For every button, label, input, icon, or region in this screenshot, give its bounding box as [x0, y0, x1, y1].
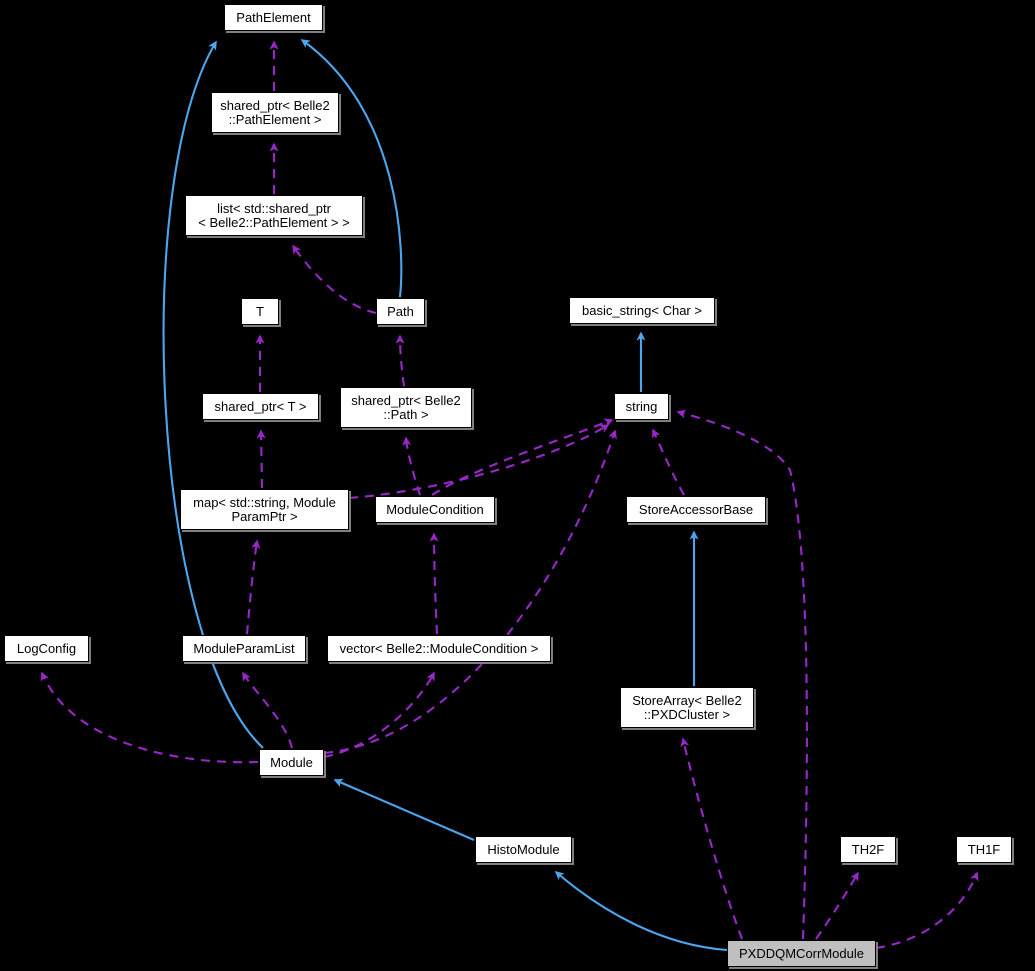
edge-moduleparamlist-to-map [245, 539, 261, 635]
class-node-label: basic_string< Char > [582, 302, 702, 318]
class-node-label: string [625, 398, 658, 414]
class-node-logconfig[interactable]: LogConfig [4, 635, 89, 662]
edge-histomodule-to-module [333, 778, 475, 841]
class-node-pathelement[interactable]: PathElement [224, 4, 323, 31]
edge-modulecondition-to-string [431, 418, 614, 496]
edge-pxddqmcorr-to-string [676, 409, 808, 940]
class-node-label: HistoModule [487, 841, 560, 857]
class-node-label: vector< Belle2::ModuleCondition > [339, 640, 539, 656]
class-node-label: TH1F [967, 841, 1001, 857]
class-node-string[interactable]: string [614, 393, 669, 420]
class-node-label: LogConfig [16, 640, 77, 656]
class-node-label: shared_ptr< Belle2 ::Path > [351, 392, 461, 422]
class-node-label: T [256, 303, 264, 319]
edge-module-to-vecmodcond [323, 671, 435, 759]
edge-pxddqmcorr-to-th2f [815, 871, 859, 940]
edge-vecmodcond-to-modulecondition [429, 532, 439, 635]
class-node-label: Module [270, 754, 313, 770]
class-node-storearray_pxd[interactable]: StoreArray< Belle2 ::PXDCluster > [620, 687, 754, 728]
class-node-label: shared_ptr< Belle2 ::PathElement > [220, 97, 330, 127]
class-node-label: PathElement [236, 9, 311, 25]
edge-map-to-spt [256, 429, 266, 489]
class-node-label: list< std::shared_ptr < Belle2::PathElem… [198, 200, 350, 230]
class-node-sp_path[interactable]: shared_ptr< Belle2 ::Path > [340, 387, 472, 428]
class-node-label: PXDDQMCorrModule [739, 945, 864, 961]
class-node-vec_modcond[interactable]: vector< Belle2::ModuleCondition > [327, 635, 551, 662]
class-node-basic_string[interactable]: basic_string< Char > [569, 297, 715, 324]
class-node-label: Path [387, 303, 414, 319]
edge-modulecondition-to-sppath [402, 436, 422, 496]
edge-path-to-pathelement [300, 39, 403, 298]
edge-sppath-to-path [395, 334, 406, 387]
class-node-pxddqmcorr[interactable]: PXDDQMCorrModule [727, 940, 876, 967]
edge-module-to-logconfig [40, 671, 259, 764]
class-node-moduleparamlist[interactable]: ModuleParamList [182, 635, 306, 662]
class-node-label: StoreArray< Belle2 ::PXDCluster > [632, 692, 742, 722]
class-node-label: ModuleParamList [193, 640, 295, 656]
edge-storeaccessorbase-to-string [652, 428, 685, 496]
class-node-map_str_mpp[interactable]: map< std::string, Module ParamPtr > [180, 489, 349, 530]
class-node-storeaccessorbase[interactable]: StoreAccessorBase [626, 496, 766, 523]
class-node-sp_pathelement[interactable]: shared_ptr< Belle2 ::PathElement > [211, 92, 339, 133]
class-node-list_sp_pe[interactable]: list< std::shared_ptr < Belle2::PathElem… [185, 195, 363, 236]
class-node-label: map< std::string, Module ParamPtr > [193, 494, 336, 524]
class-node-th2f[interactable]: TH2F [840, 836, 896, 863]
class-node-path[interactable]: Path [376, 298, 425, 325]
class-node-module[interactable]: Module [259, 749, 324, 776]
class-node-label: TH2F [851, 841, 885, 857]
class-node-histomodule[interactable]: HistoModule [475, 836, 572, 863]
edge-path-to-list [292, 244, 377, 315]
class-node-t[interactable]: T [241, 298, 279, 325]
edge-pxddqmcorr-to-th1f [875, 871, 979, 950]
class-node-label: shared_ptr< T > [214, 398, 307, 414]
class-node-th1f[interactable]: TH1F [956, 836, 1012, 863]
edge-map-to-string [348, 424, 610, 500]
class-node-label: ModuleCondition [386, 501, 484, 517]
edge-pxddqmcorr-to-histomodule [554, 871, 728, 952]
class-node-sp_t[interactable]: shared_ptr< T > [202, 393, 319, 420]
class-node-modulecondition[interactable]: ModuleCondition [375, 496, 495, 523]
edge-module-to-string [323, 429, 617, 755]
edge-module-to-moduleparamlist [242, 671, 294, 749]
class-node-label: StoreAccessorBase [638, 501, 754, 517]
edge-pxddqmcorr-to-storearray [680, 737, 743, 940]
